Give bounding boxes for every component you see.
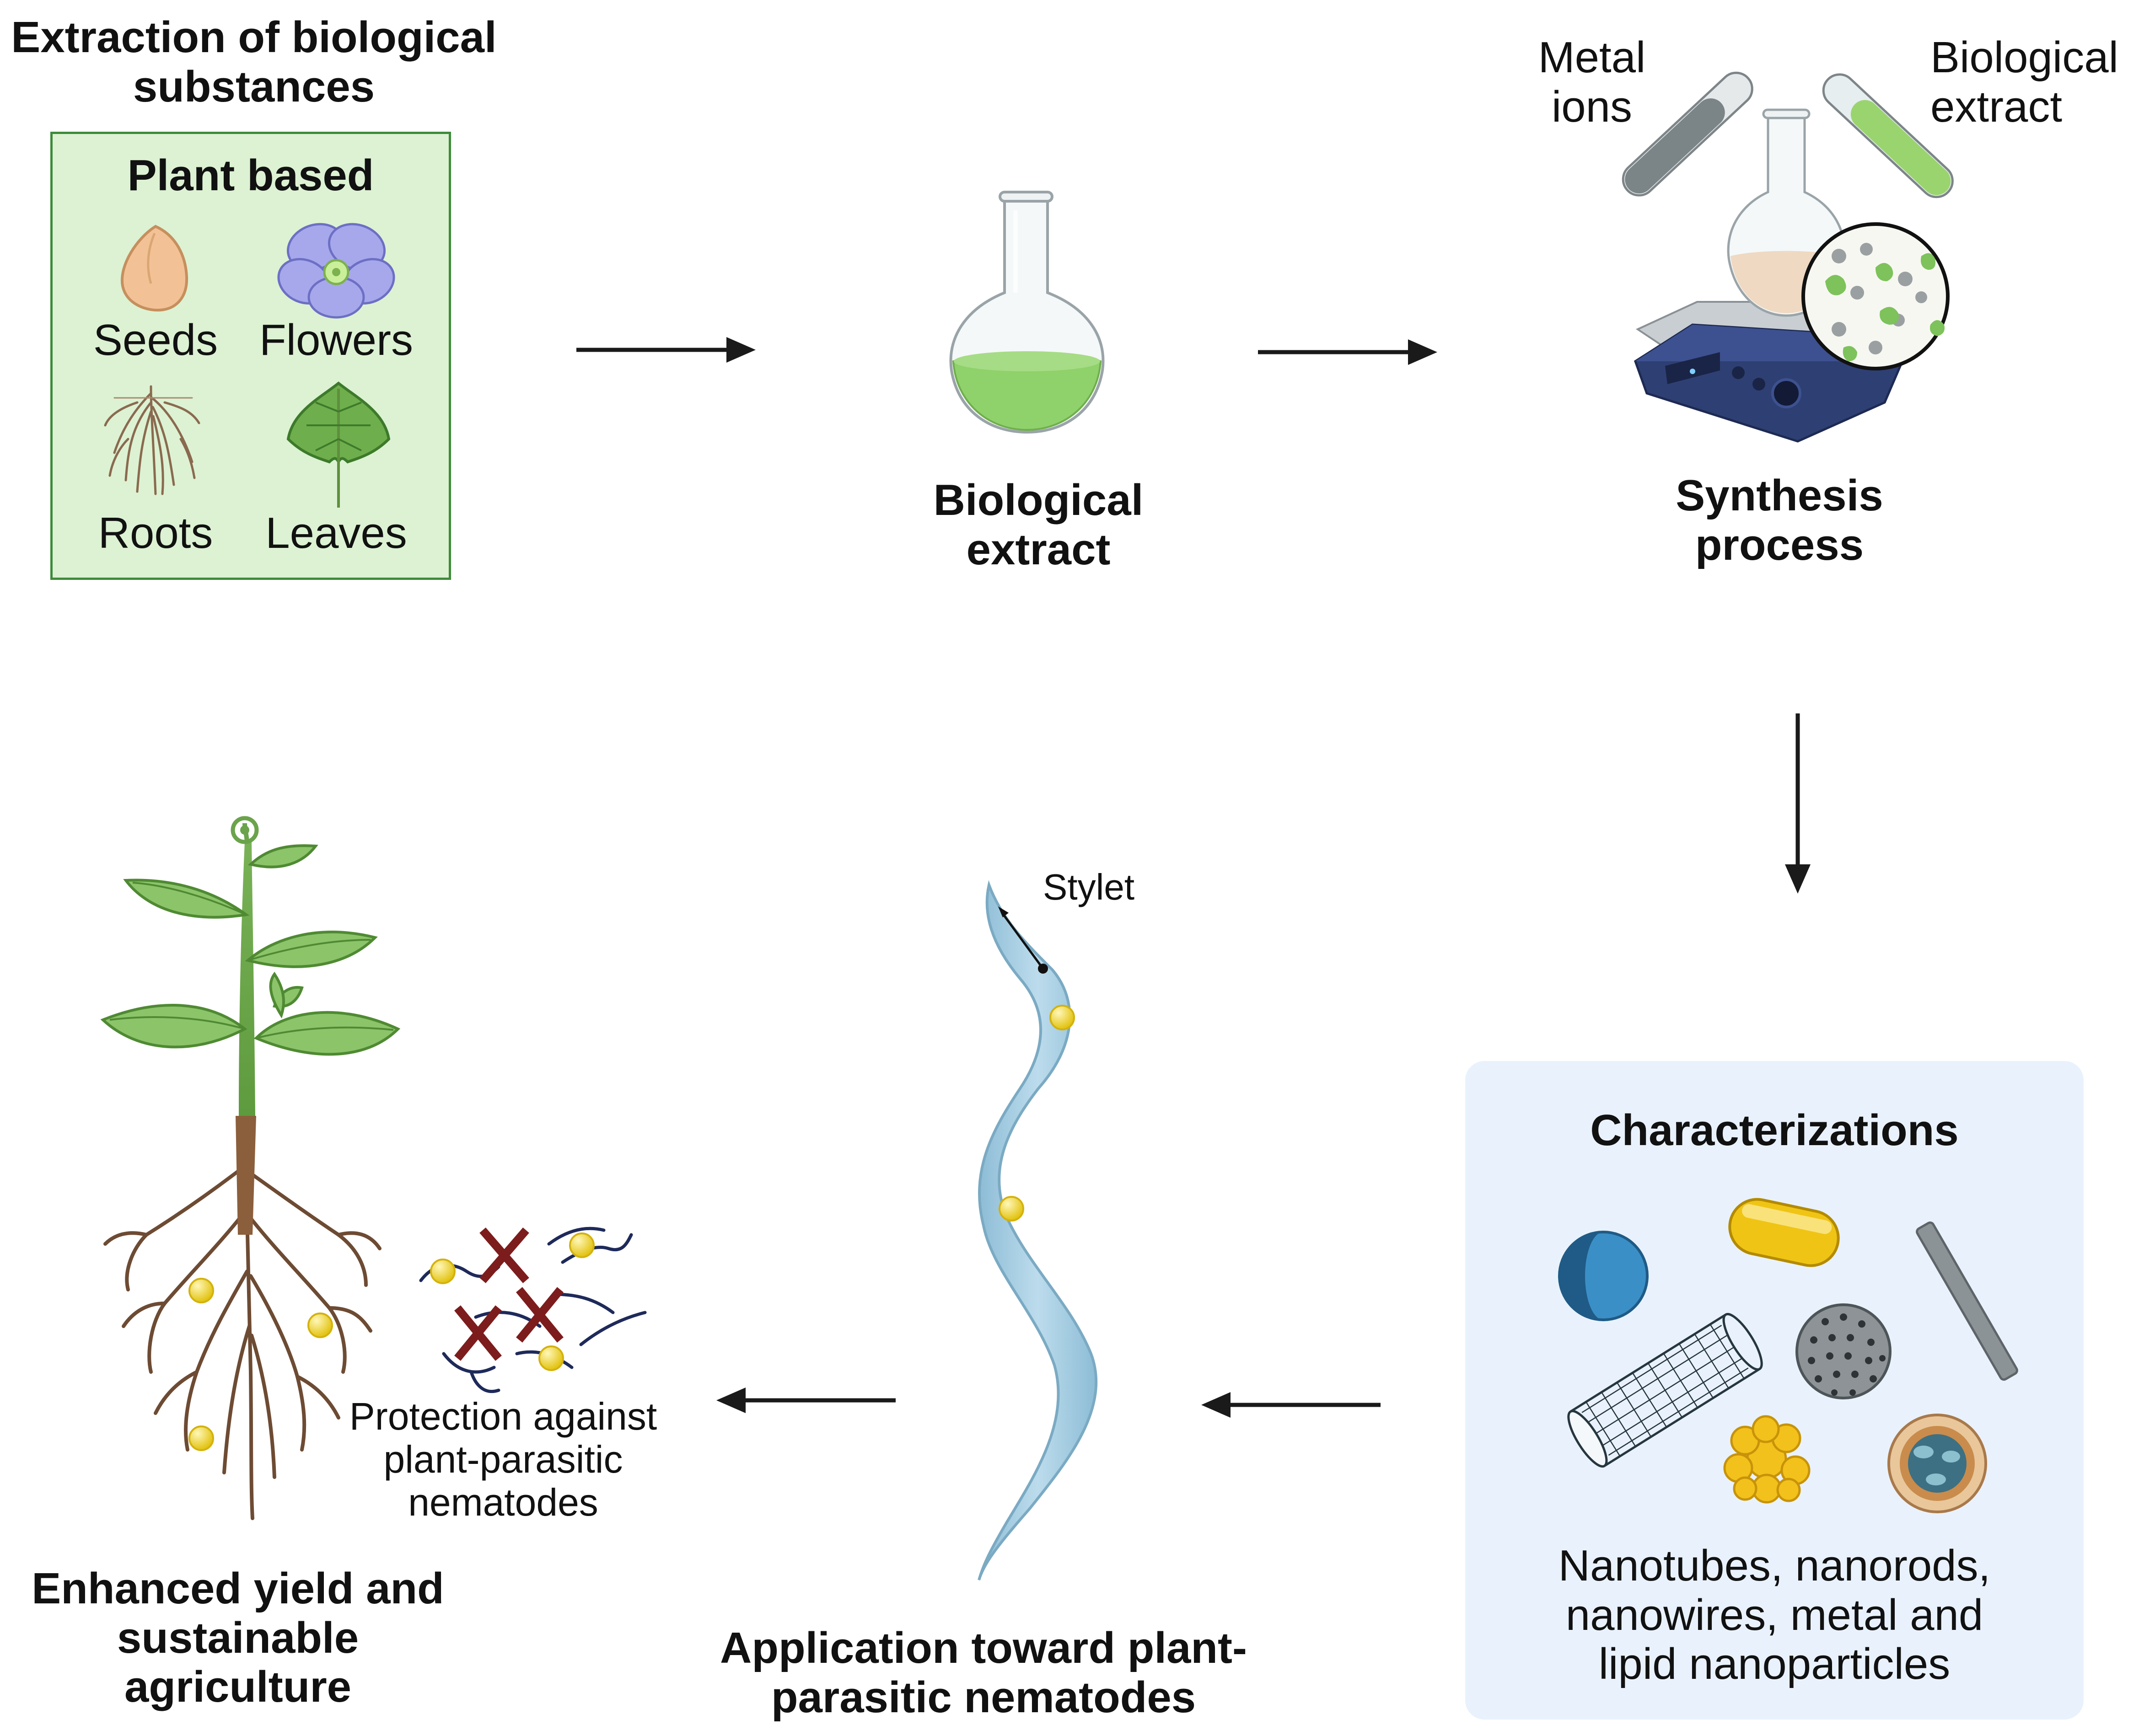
flower-icon — [277, 223, 395, 319]
extract-test-tube-icon — [1822, 73, 1954, 198]
arrow-extract-to-synthesis — [1258, 339, 1437, 365]
liposome-icon — [1887, 1414, 1987, 1513]
biological-extract-input-label: Biological extract — [1930, 33, 2118, 131]
arrow-characterization-to-application — [1201, 1392, 1381, 1418]
plant-icon — [100, 816, 401, 1520]
nanomaterials-description: Nanotubes, nanorods, nanowires, metal an… — [1558, 1541, 1991, 1689]
arrow-application-to-outcome — [716, 1388, 896, 1413]
flowers-label: Flowers — [259, 316, 414, 364]
nematode-icon — [978, 880, 1098, 1581]
synthesis-process-label: Synthesis process — [1676, 471, 1883, 569]
porous-nanoparticle-icon — [1795, 1303, 1892, 1399]
arrow-extraction-to-extract — [576, 337, 756, 363]
extraction-title: Extraction of biological substances — [11, 13, 497, 111]
leaf-icon — [286, 381, 391, 508]
nanotube-icon — [1567, 1313, 1763, 1468]
biological-extract-label: Biological extract — [933, 476, 1144, 574]
protection-label: Protection against plant-parasitic nemat… — [349, 1395, 657, 1524]
seeds-label: Seeds — [93, 316, 218, 364]
application-label: Application toward plant- parasitic nema… — [720, 1623, 1247, 1722]
flask-icon — [949, 191, 1105, 434]
nanocapsule-icon — [1728, 1198, 1840, 1267]
seed-icon — [120, 225, 188, 312]
metal-ion-test-tube-icon — [1622, 71, 1753, 197]
enhanced-yield-label: Enhanced yield and sustainable agricultu… — [32, 1564, 444, 1712]
dead-nematodes-icon — [419, 1227, 647, 1393]
nanoparticle-inset-icon — [1801, 222, 1950, 370]
characterizations-title: Characterizations — [1590, 1106, 1959, 1155]
arrow-synthesis-to-characterization — [1785, 713, 1811, 894]
nanosphere-icon — [1558, 1231, 1649, 1321]
roots-icon — [104, 385, 200, 495]
nanorod-icon — [1916, 1221, 2018, 1381]
plant-based-title: Plant based — [127, 151, 374, 200]
plant-based-box — [50, 132, 451, 580]
leaves-label: Leaves — [265, 509, 407, 557]
dendrimer-icon — [1723, 1415, 1811, 1504]
stylet-label: Stylet — [1043, 867, 1135, 907]
characterizations-box — [1465, 1061, 2084, 1720]
metal-ions-label: Metal ions — [1538, 33, 1646, 131]
roots-label: Roots — [98, 509, 213, 557]
